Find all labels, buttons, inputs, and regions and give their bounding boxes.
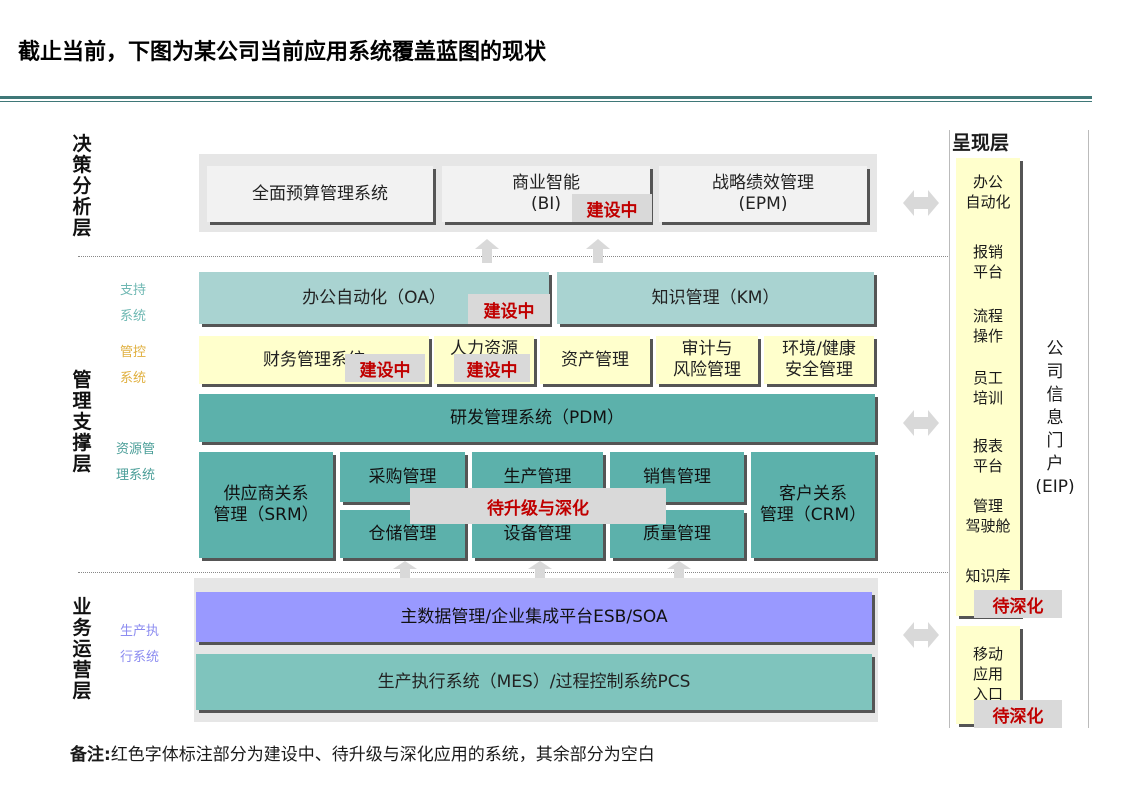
tag-building-finance: 建设中 <box>345 354 425 382</box>
up-arrow-icon <box>528 561 552 581</box>
sub-label-control: 管控系统 <box>120 345 147 386</box>
tag-deepen-mobile: 待深化 <box>974 700 1062 728</box>
km-box[interactable]: 知识管理（KM） <box>557 272 874 324</box>
eip-item-reimbursement[interactable]: 报销平台 <box>972 243 1003 281</box>
ehs-box[interactable]: 环境/健康安全管理 <box>764 336 874 384</box>
layer-label-business: 业务运营层 <box>72 596 92 702</box>
eip-item-office-automation[interactable]: 办公自动化 <box>965 173 1011 211</box>
presentation-layer-title: 呈现层 <box>952 132 1010 154</box>
eip-item-mobile-entry[interactable]: 移动应用入口 <box>972 645 1003 703</box>
srm-box[interactable]: 供应商关系管理（SRM） <box>199 452 333 558</box>
up-arrow-icon <box>393 561 417 581</box>
crm-box[interactable]: 客户关系管理（CRM） <box>751 452 875 558</box>
mes-pcs-box[interactable]: 生产执行系统（MES）/过程控制系统PCS <box>196 654 872 710</box>
layer-label-management: 管理支撑层 <box>72 369 92 475</box>
budget-system-box[interactable]: 全面预算管理系统 <box>207 166 433 222</box>
layer-label-decision: 决策分析层 <box>72 133 92 239</box>
presentation-border-right <box>1088 130 1089 728</box>
mdm-esb-soa-box[interactable]: 主数据管理/企业集成平台ESB/SOA <box>196 592 872 642</box>
tag-upgrade: 待升级与深化 <box>410 488 666 524</box>
up-arrow-icon <box>586 239 610 263</box>
eip-item-knowledge-base[interactable]: 知识库 <box>965 567 1011 585</box>
eip-item-report[interactable]: 报表平台 <box>972 437 1003 475</box>
sub-label-support: 支持系统 <box>120 283 147 324</box>
tag-building-oa: 建设中 <box>468 294 550 324</box>
eip-item-cockpit[interactable]: 管理驾驶舱 <box>965 497 1011 535</box>
up-arrow-icon <box>475 239 499 263</box>
layer-divider <box>78 256 950 257</box>
double-arrow-icon <box>903 622 939 648</box>
layer-divider <box>78 572 950 573</box>
audit-risk-box[interactable]: 审计与风险管理 <box>656 336 758 384</box>
tag-building-bi: 建设中 <box>572 194 652 222</box>
footnote: 备注:红色字体标注部分为建设中、待升级与深化应用的系统，其余部分为空白 <box>70 745 655 765</box>
double-arrow-icon <box>903 190 939 216</box>
pdm-box[interactable]: 研发管理系统（PDM） <box>199 394 875 442</box>
double-arrow-icon <box>903 410 939 436</box>
header-rule <box>0 96 1092 99</box>
sales-box[interactable]: 销售管理 <box>610 452 744 502</box>
eip-item-training[interactable]: 员工培训 <box>972 369 1003 407</box>
eip-label: 公 司 信 息 门 户 (EIP) <box>1035 339 1075 497</box>
purchase-box[interactable]: 采购管理 <box>340 452 465 502</box>
tag-building-hr: 建设中 <box>454 354 530 382</box>
asset-box[interactable]: 资产管理 <box>540 336 650 384</box>
page-title: 截止当前，下图为某公司当前应用系统覆盖蓝图的现状 <box>18 40 547 65</box>
sub-label-resource: 资源管理系统 <box>116 442 156 483</box>
epm-box[interactable]: 战略绩效管理(EPM) <box>659 166 867 222</box>
portal-items-column <box>956 158 1020 616</box>
eip-item-process[interactable]: 流程操作 <box>972 307 1003 345</box>
header-rule-thin <box>0 101 1092 102</box>
presentation-border-left <box>949 130 950 728</box>
tag-deepen-portal: 待深化 <box>974 590 1062 618</box>
up-arrow-icon <box>667 561 691 581</box>
sub-label-production: 生产执行系统 <box>120 624 160 665</box>
